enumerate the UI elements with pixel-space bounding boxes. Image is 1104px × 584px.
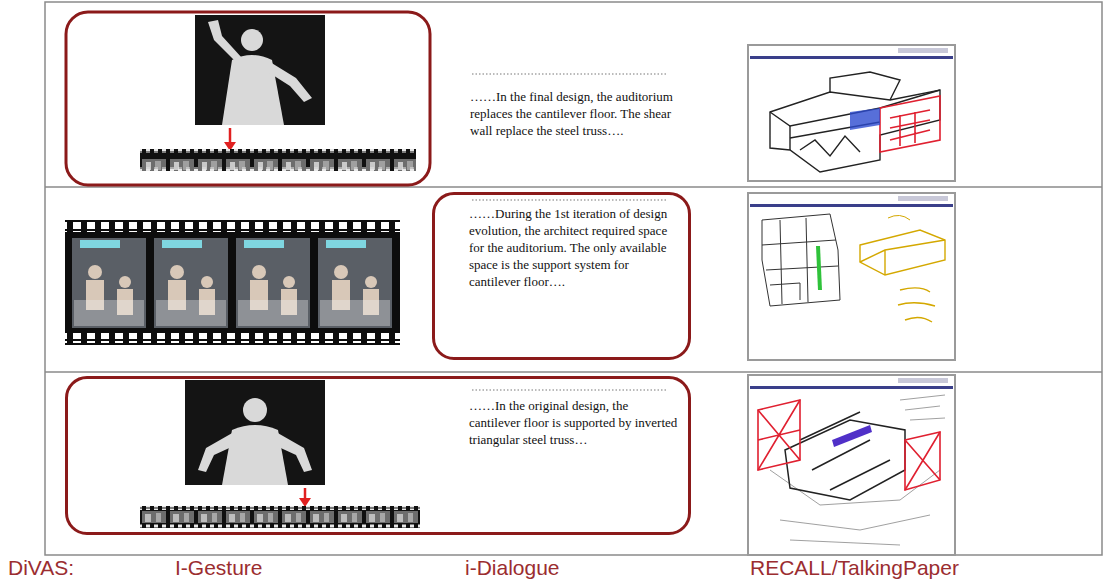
highlight-box: ……In the original design, the cantilever… xyxy=(65,376,691,535)
dialogue-text: ……In the final design, the auditorium re… xyxy=(470,88,682,139)
system-label: i-Dialogue xyxy=(465,556,560,580)
dialogue-text: ……In the original design, the cantilever… xyxy=(469,397,681,448)
system-label: RECALL/TalkingPaper xyxy=(750,556,959,580)
system-label: DiVAS: xyxy=(8,556,74,580)
highlight-box: ……During the 1st iteration of design evo… xyxy=(432,192,691,360)
system-label: I-Gesture xyxy=(175,556,263,580)
dialogue-text: ……During the 1st iteration of design evo… xyxy=(469,205,681,290)
